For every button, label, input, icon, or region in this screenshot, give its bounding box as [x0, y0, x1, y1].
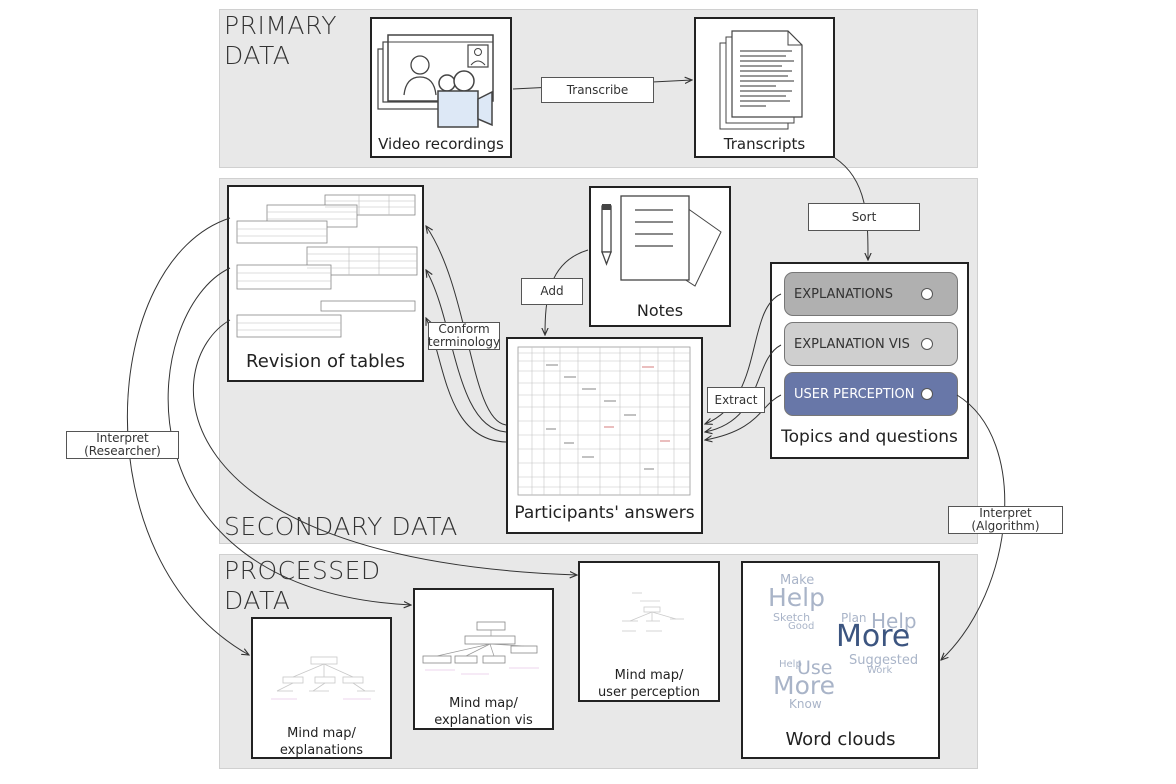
- document-stack-icon: [719, 30, 803, 130]
- arrow-extract-3: [705, 394, 782, 440]
- word-cloud-word: Use: [797, 657, 833, 679]
- word-clouds-node: Make Help Plan Help Sketch More Good Hel…: [741, 561, 940, 759]
- interpret-algorithm-label: Interpret (Algorithm): [948, 506, 1063, 534]
- topic-user-perception-radio: [921, 388, 933, 400]
- arrow-conform-2: [426, 270, 507, 433]
- participants-answers-label: Participants' answers: [514, 503, 695, 523]
- transcripts-node: Transcripts: [694, 17, 835, 158]
- topic-explanation-vis-radio: [921, 338, 933, 350]
- notes-node: Notes: [589, 186, 731, 327]
- video-recordings-node: Video recordings: [370, 17, 512, 158]
- topic-explanation-vis-label: EXPLANATION VIS: [794, 336, 910, 352]
- word-cloud-word: More: [773, 671, 835, 700]
- processed-data-label: PROCESSED DATA: [224, 556, 381, 615]
- answers-table-icon: [517, 346, 691, 496]
- participants-answers-node: Participants' answers: [506, 337, 703, 534]
- revision-of-tables-label: Revision of tables: [246, 351, 405, 372]
- topics-and-questions-label: Topics and questions: [781, 427, 958, 447]
- revision-of-tables-node: Revision of tables: [227, 185, 424, 382]
- conform-terminology-label: Conform terminology: [427, 322, 501, 350]
- word-cloud-word: Good: [788, 621, 815, 632]
- arrow-interpret-researcher-3: [192, 319, 577, 575]
- word-cloud-word: Work: [867, 665, 893, 676]
- tables-icon: [236, 194, 418, 338]
- notes-label: Notes: [636, 301, 684, 320]
- notes-icon: [601, 195, 722, 287]
- topic-user-perception-label: USER PERCEPTION: [794, 386, 915, 402]
- topic-explanations: EXPLANATIONS: [784, 272, 958, 316]
- word-cloud-word: Help: [768, 583, 825, 612]
- extract-label: Extract: [707, 387, 765, 413]
- primary-data-label: PRIMARY DATA: [224, 11, 338, 70]
- word-cloud-word: Know: [789, 697, 822, 711]
- mind-map-explanation-vis-node: Mind map/ explanation vis: [413, 588, 554, 730]
- mind-map-user-perception-label: Mind map/ user perception: [597, 668, 701, 700]
- word-cloud-word: Suggested: [849, 653, 919, 668]
- transcripts-label: Transcripts: [723, 135, 806, 153]
- add-label: Add: [521, 278, 583, 305]
- word-cloud-word: Plan: [841, 611, 867, 625]
- secondary-data-label: SECONDARY DATA: [224, 512, 458, 541]
- word-cloud-word: Make: [780, 573, 815, 588]
- mind-map-explanation-vis-label: Mind map/ explanation vis: [434, 696, 533, 728]
- topic-user-perception: USER PERCEPTION: [784, 372, 958, 416]
- word-cloud-graphic: Make Help Plan Help Sketch More Good Hel…: [743, 563, 938, 713]
- mind-map-explanations-node: Mind map/ explanations: [251, 617, 392, 759]
- topic-explanations-label: EXPLANATIONS: [794, 286, 893, 302]
- mind-map-explanations-icon: [271, 656, 375, 700]
- topic-explanations-radio: [921, 288, 933, 300]
- transcribe-label: Transcribe: [541, 77, 654, 103]
- mind-map-explanation-vis-icon: [422, 621, 539, 675]
- arrow-sort: [834, 157, 868, 260]
- word-clouds-label: Word clouds: [785, 729, 896, 750]
- word-cloud-word: More: [836, 619, 911, 654]
- interpret-researcher-label: Interpret (Researcher): [66, 431, 179, 459]
- topics-and-questions-node: EXPLANATIONS EXPLANATION VIS USER PERCEP…: [770, 262, 969, 459]
- video-recording-icon: [377, 34, 494, 128]
- mind-map-explanations-label: Mind map/ explanations: [279, 726, 364, 758]
- sort-label: Sort: [808, 203, 920, 231]
- video-recordings-label: Video recordings: [378, 135, 504, 153]
- word-cloud-word: Help: [871, 609, 917, 633]
- word-cloud-word: Help: [779, 659, 802, 670]
- word-cloud-word: Sketch: [773, 611, 811, 624]
- arrow-interpret-researcher-1: [126, 217, 249, 655]
- mind-map-user-perception-icon: [622, 592, 684, 632]
- topic-explanation-vis: EXPLANATION VIS: [784, 322, 958, 366]
- mind-map-user-perception-node: Mind map/ user perception: [578, 561, 720, 702]
